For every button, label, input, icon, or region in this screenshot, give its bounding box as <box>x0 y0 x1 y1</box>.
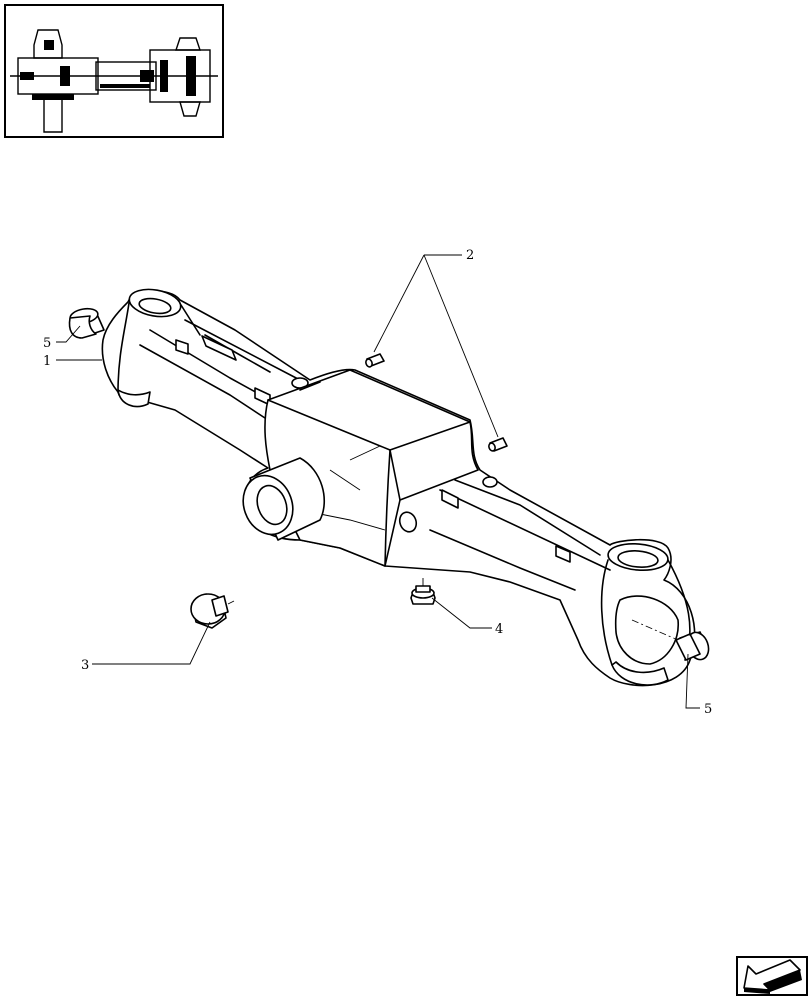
bushing-part-5-right <box>675 631 710 661</box>
axle-housing-part-1 <box>101 288 696 687</box>
dowel-pin-upper <box>365 353 385 368</box>
callout-5-right: 5 <box>704 702 712 717</box>
dowel-pin-lower <box>488 437 508 452</box>
leader-lines <box>56 254 700 709</box>
bushing-part-5-left <box>68 307 105 339</box>
callout-5-left: 5 <box>43 336 51 351</box>
callout-2: 2 <box>466 248 474 263</box>
callout-4: 4 <box>495 622 503 637</box>
plug-part-4 <box>410 578 436 605</box>
callout-3: 3 <box>81 658 89 673</box>
previous-page-arrow-icon[interactable] <box>736 956 808 996</box>
axis-centerline <box>631 619 679 641</box>
drain-plug-part-3 <box>190 593 235 629</box>
callout-1: 1 <box>43 354 51 369</box>
axle-assembly-thumbnail[interactable] <box>4 4 224 138</box>
